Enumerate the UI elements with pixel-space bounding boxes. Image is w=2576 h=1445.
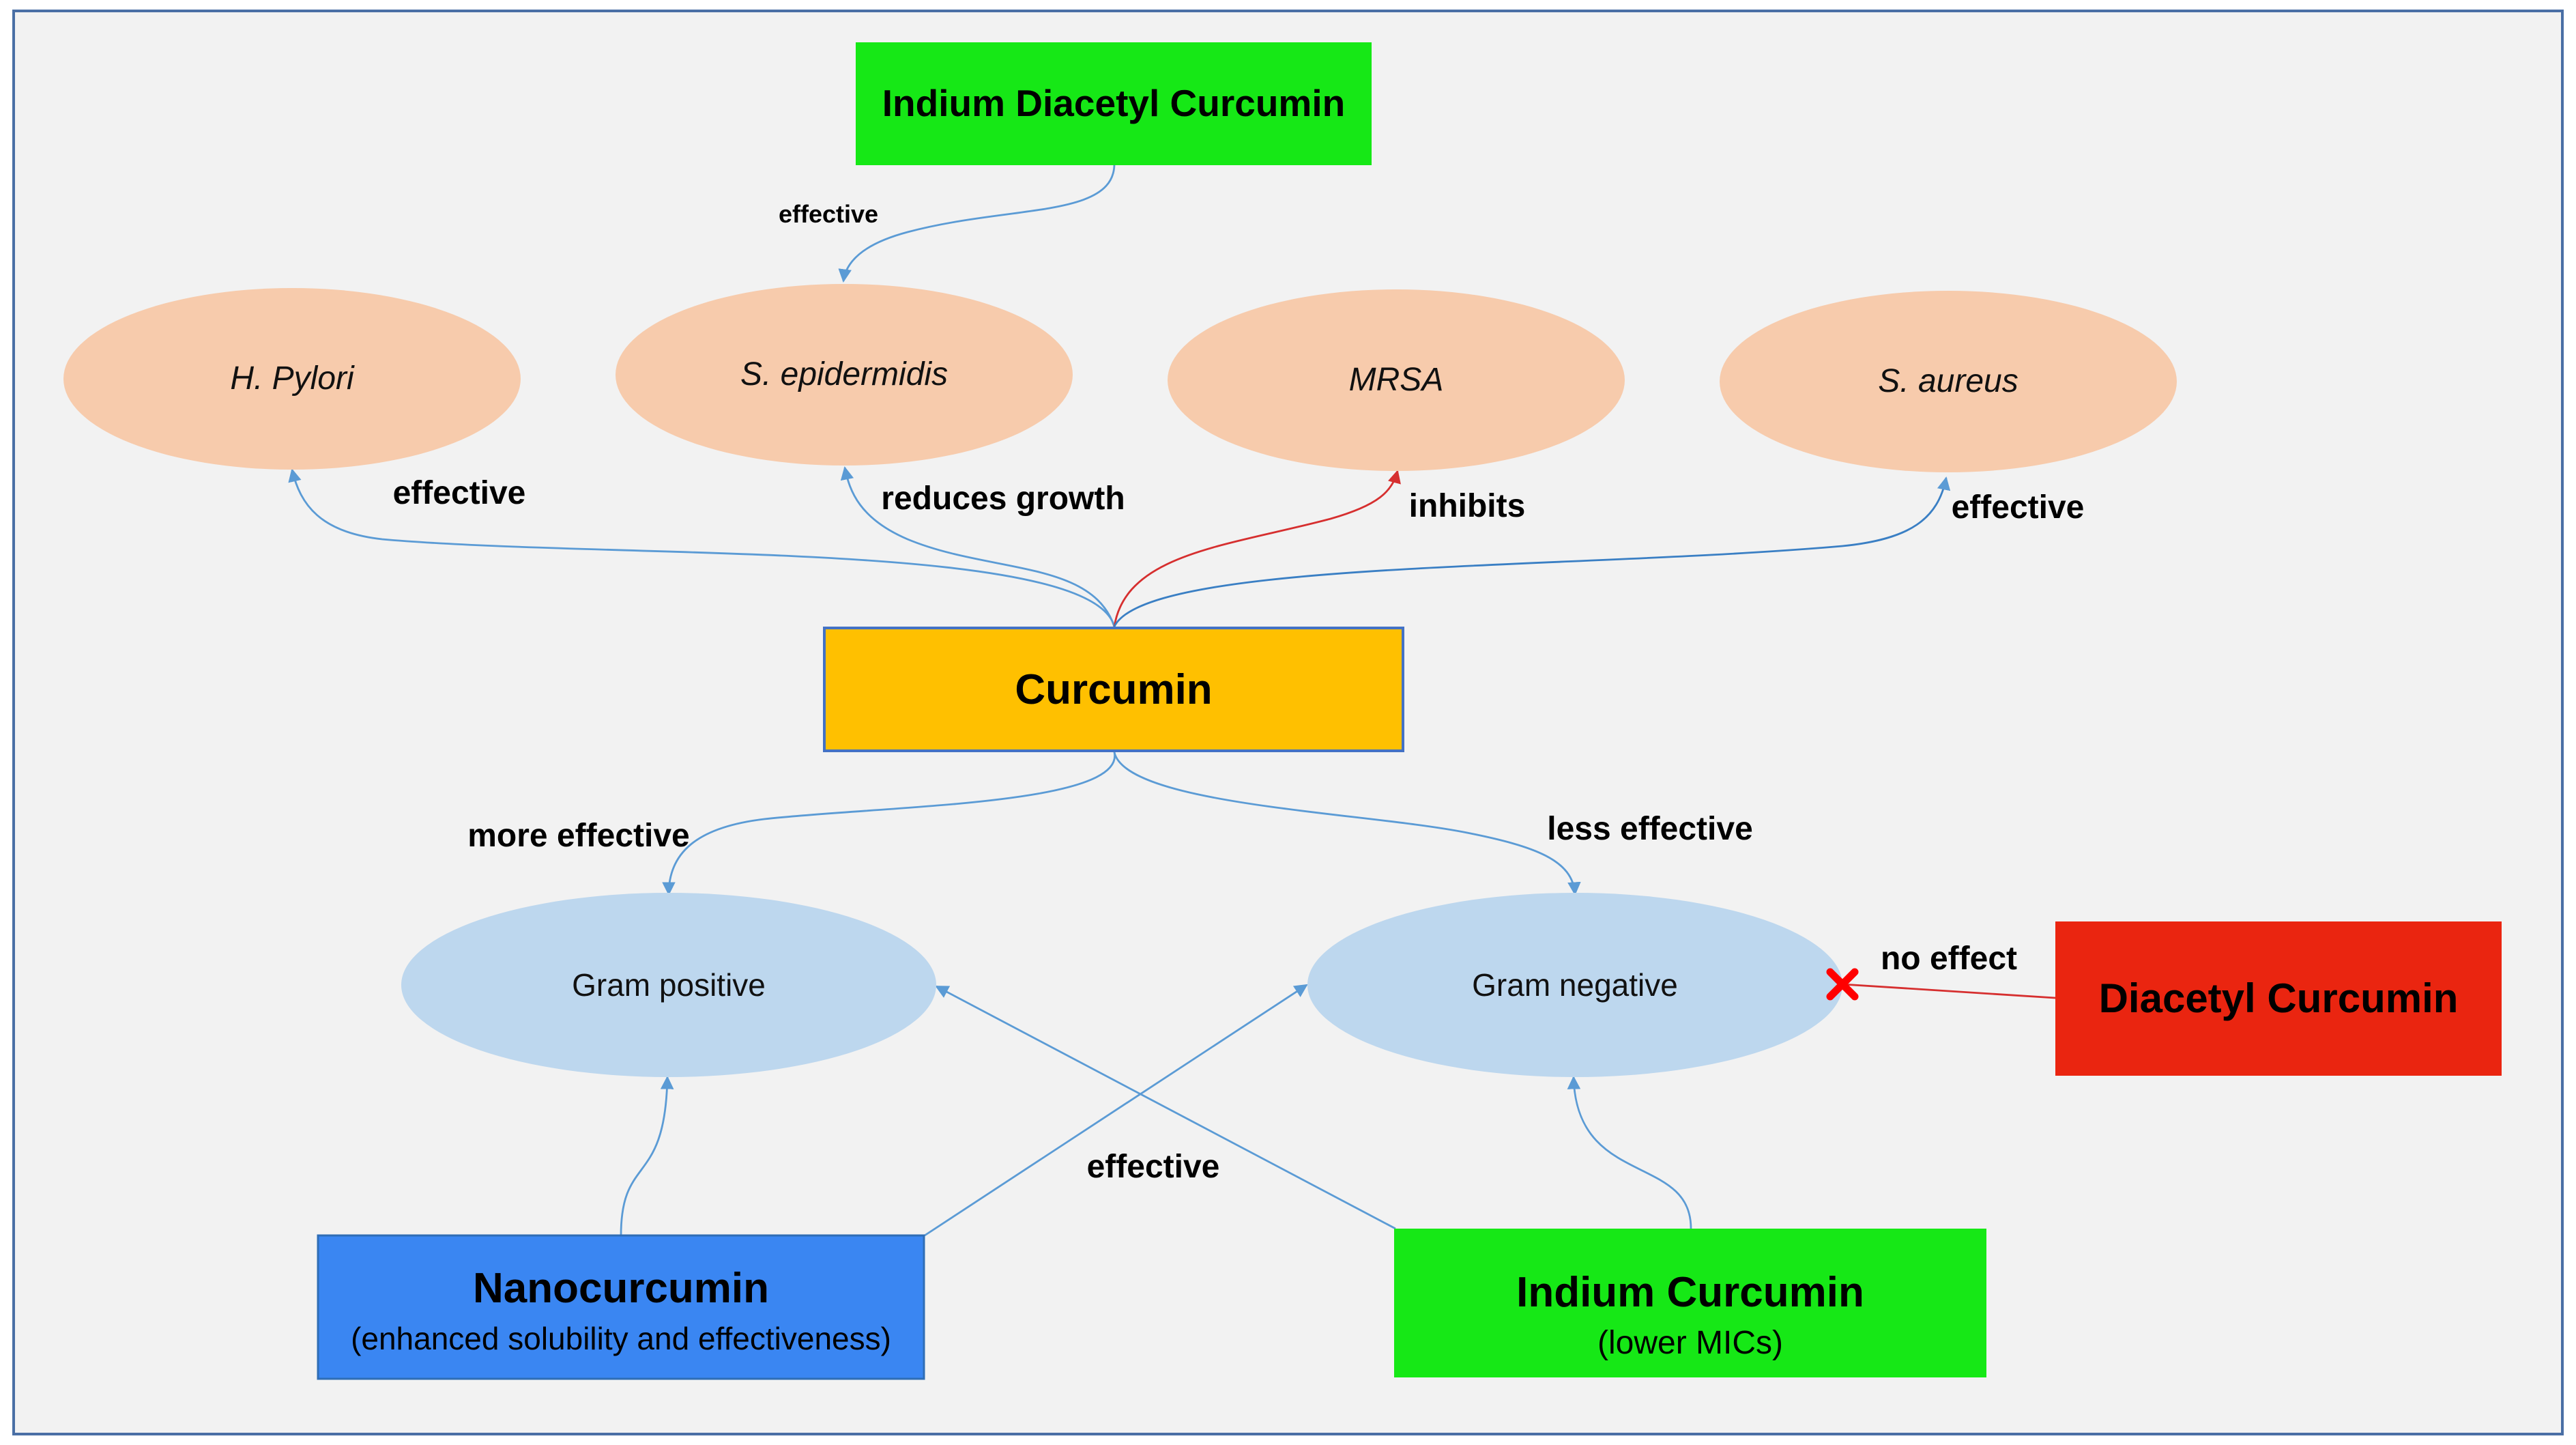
node-indium-curcumin-sublabel: (lower MICs) <box>1597 1325 1783 1361</box>
bacteria-label: MRSA <box>1349 362 1444 398</box>
bacteria-ellipse-mrsa-shape <box>1168 289 1625 471</box>
edge-nanocurcumin-to-gram-positive <box>620 1076 674 1236</box>
node-diacetyl-curcumin: Diacetyl Curcumin <box>2055 921 2502 1076</box>
edge-label-epidermidis-reduces-growth: reduces growth <box>881 481 1125 517</box>
node-indium-diacetyl-curcumin-box <box>856 42 1372 165</box>
bacteria-label: H. Pylori <box>230 360 355 397</box>
node-nanocurcumin: Nanocurcumin (enhanced solubility and ef… <box>317 1234 925 1380</box>
node-indium-diacetyl-curcumin-label: Indium Diacetyl Curcumin <box>882 82 1345 124</box>
node-nanocurcumin-box <box>317 1234 925 1380</box>
bacteria-ellipse-saureus: S. aureus <box>1720 291 2177 472</box>
edge-label-hpylori-effective: effective <box>393 475 526 511</box>
edge-curcumin-to-mrsa <box>1113 470 1401 627</box>
edge-label-no-effect: no effect <box>1881 941 2017 977</box>
edge-label-indium-diacetyl-effective: effective <box>779 200 878 228</box>
bacteria-ellipse-saureus-shape <box>1720 291 2177 472</box>
bacteria-label: S. aureus <box>1878 363 2018 399</box>
edge-nanocurcumin-to-gram-negative <box>924 984 1308 1237</box>
gram-negative-ellipse-shape <box>1307 893 1842 1077</box>
edge-curcumin-to-hpylori <box>288 468 1116 627</box>
node-indium-curcumin-label: Indium Curcumin <box>1516 1269 1864 1316</box>
no-effect-x-icon <box>1826 968 1859 1001</box>
bacteria-ellipse-epidermidis-shape <box>616 284 1073 466</box>
node-diacetyl-curcumin-label: Diacetyl Curcumin <box>2099 975 2459 1021</box>
node-curcumin-box <box>823 627 1404 752</box>
node-indium-diacetyl-curcumin: Indium Diacetyl Curcumin <box>856 42 1372 165</box>
node-indium-curcumin-box <box>1394 1229 1986 1377</box>
node-curcumin-label: Curcumin <box>1015 666 1212 713</box>
node-nanocurcumin-label: Nanocurcumin <box>473 1265 769 1312</box>
gram-negative-ellipse: Gram negative <box>1307 893 1842 1077</box>
edge-indium-curcumin-to-gram-positive <box>935 985 1396 1230</box>
bacteria-ellipse-mrsa: MRSA <box>1168 289 1625 471</box>
gram-negative-label: Gram negative <box>1472 967 1678 1003</box>
edge-curcumin-to-gram-negative <box>1113 752 1581 896</box>
gram-positive-ellipse-shape <box>401 893 936 1077</box>
bacteria-ellipse-hpylori-shape <box>63 288 521 470</box>
node-diacetyl-curcumin-box <box>2055 921 2502 1076</box>
edge-indium-diacetyl-to-epidermidis <box>838 163 1116 283</box>
no-effect-x-stroke-2 <box>1826 968 1859 1001</box>
edge-label-saureus-effective: effective <box>1952 489 2085 526</box>
bacteria-label: S. epidermidis <box>740 356 948 392</box>
edge-label-gram-negative-less-effective: less effective <box>1547 811 1753 847</box>
bacteria-ellipse-hpylori: H. Pylori <box>63 288 521 470</box>
edge-label-gram-positive-more-effective: more effective <box>467 818 689 854</box>
gram-positive-ellipse: Gram positive <box>401 893 936 1077</box>
edge-curcumin-to-saureus <box>1113 476 1951 627</box>
edge-label-cross-effective: effective <box>1087 1149 1220 1185</box>
gram-positive-label: Gram positive <box>572 967 766 1003</box>
edge-diacetyl-to-gram-negative <box>1842 983 2056 999</box>
edge-indium-curcumin-to-gram-negative <box>1567 1076 1692 1229</box>
node-curcumin: Curcumin <box>823 627 1404 752</box>
edge-label-mrsa-inhibits: inhibits <box>1409 488 1526 524</box>
edge-curcumin-to-gram-positive <box>662 752 1116 896</box>
node-indium-curcumin: Indium Curcumin (lower MICs) <box>1394 1229 1986 1377</box>
edge-curcumin-to-epidermidis <box>840 466 1116 627</box>
node-nanocurcumin-sublabel: (enhanced solubility and effectiveness) <box>351 1321 891 1356</box>
bacteria-ellipse-epidermidis: S. epidermidis <box>616 284 1073 466</box>
